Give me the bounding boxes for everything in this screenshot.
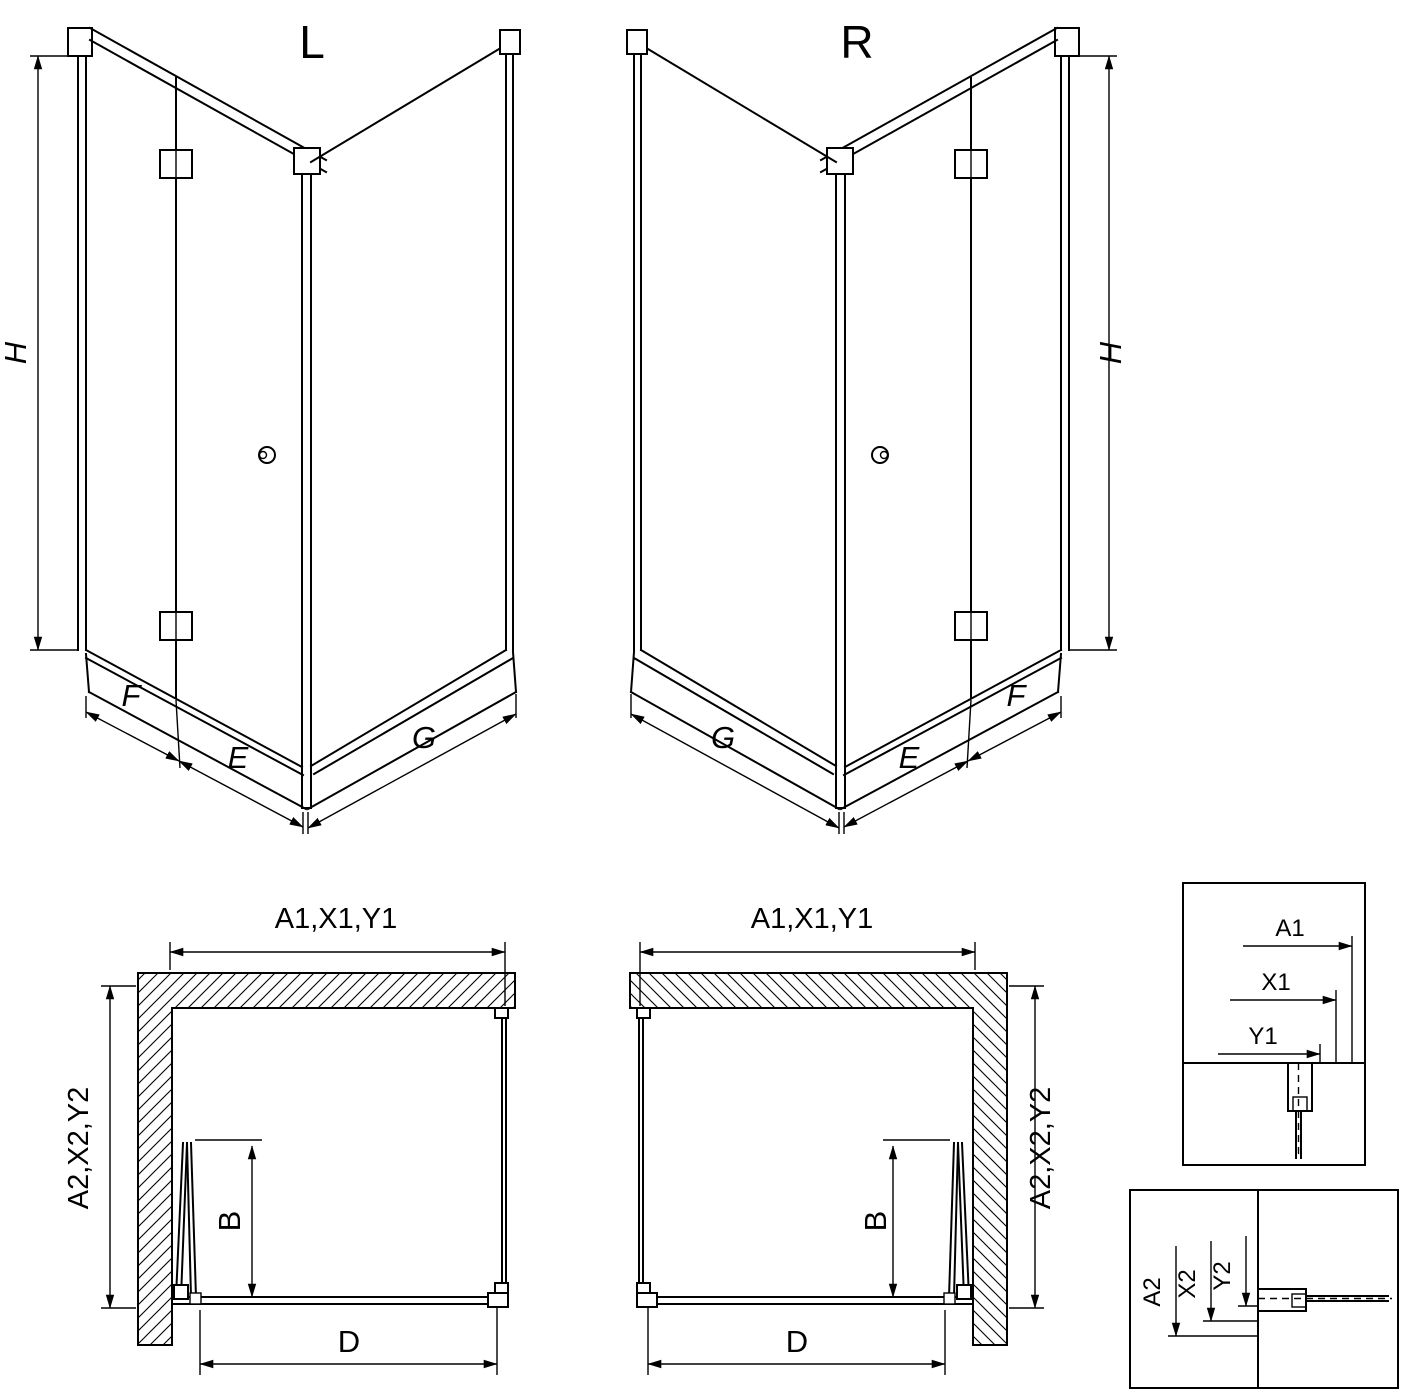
- detail-v-label-y2: Y2: [1209, 1261, 1236, 1290]
- detail-vertical-dims: [1129, 1189, 1399, 1389]
- dim-label-side-left: G: [412, 720, 436, 755]
- plan-left-dim-door: B: [212, 1211, 247, 1232]
- detail-h-label-x1: X1: [1261, 969, 1290, 996]
- detail-v-label-x2: X2: [1174, 1269, 1201, 1298]
- dim-label-fixed-right: F: [1007, 678, 1028, 713]
- detail-horizontal-dims: [1182, 882, 1366, 1166]
- plan-right-dim-door: B: [858, 1211, 893, 1232]
- dim-label-height-right: H: [1093, 341, 1128, 364]
- plan-right-dim-width: D: [786, 1324, 808, 1359]
- detail-h-label-y1: Y1: [1248, 1023, 1277, 1050]
- dim-label-door-right: E: [899, 740, 920, 775]
- dim-label-side-right: G: [711, 720, 735, 755]
- plan-right-dim-top: A1,X1,Y1: [751, 903, 874, 935]
- plan-right-dim-side: A2,X2,Y2: [1025, 1087, 1057, 1210]
- detail-v-label-a2: A2: [1139, 1277, 1166, 1306]
- detail-h-label-a1: A1: [1275, 915, 1304, 942]
- label-variant-right: R: [840, 16, 873, 68]
- dim-label-height-left: H: [0, 341, 33, 364]
- plan-left-dim-top: A1,X1,Y1: [275, 903, 398, 935]
- label-variant-left: L: [299, 16, 325, 68]
- plan-left-dim-side: A2,X2,Y2: [63, 1087, 95, 1210]
- dim-label-door-left: E: [228, 740, 249, 775]
- plan-left-dim-width: D: [338, 1324, 360, 1359]
- dim-label-fixed-left: F: [122, 678, 143, 713]
